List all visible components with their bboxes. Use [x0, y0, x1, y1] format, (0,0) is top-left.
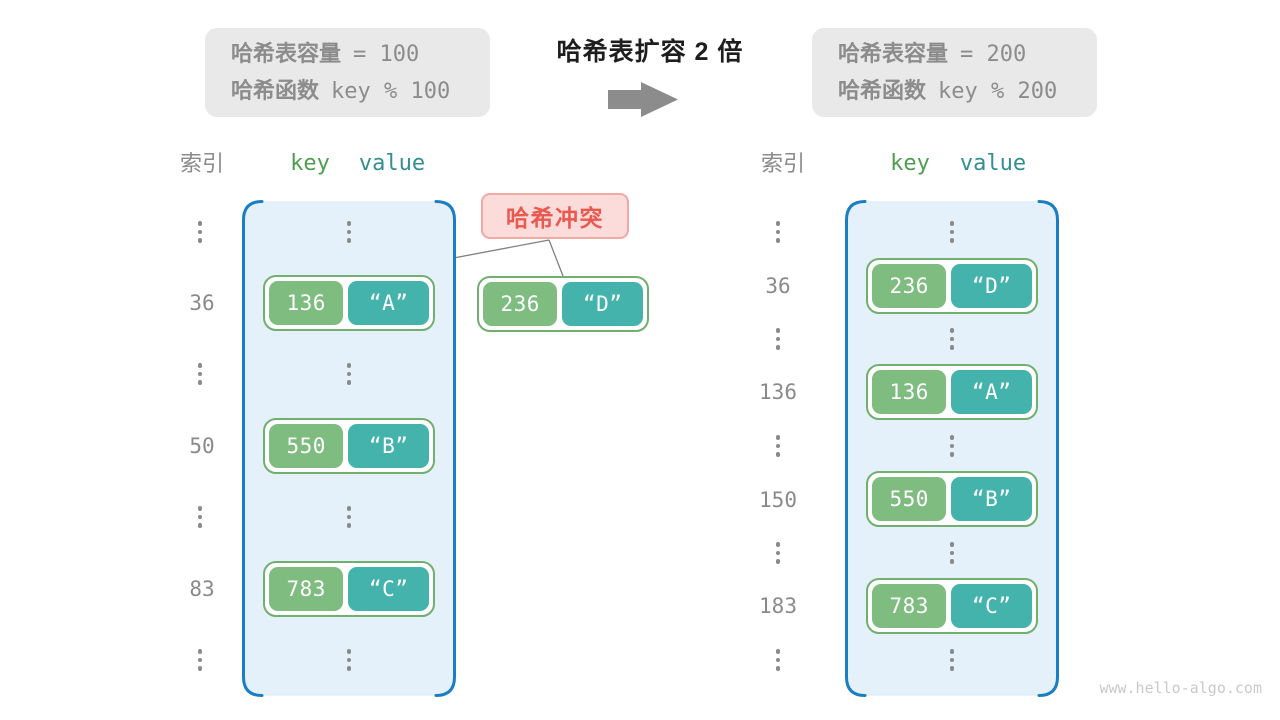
key-cell: 236	[483, 282, 558, 326]
bucket-frame	[845, 200, 1059, 697]
column-header-key: key	[290, 151, 330, 176]
index-label: 183	[759, 594, 797, 618]
value-cell: “A”	[951, 370, 1032, 414]
hash-function-label: 哈希函数	[231, 77, 320, 103]
value-cell: “C”	[348, 567, 429, 611]
table-row-entry: 783 “C”	[866, 578, 1038, 634]
ellipsis-dots	[775, 649, 781, 671]
ellipsis-dots	[775, 435, 781, 457]
ellipsis-dots	[197, 649, 203, 671]
ellipsis-dots	[949, 649, 955, 671]
ellipsis-dots	[197, 363, 203, 385]
column-header-index: 索引	[760, 151, 805, 176]
value-cell: “A”	[348, 281, 429, 325]
value-cell: “C”	[951, 584, 1032, 628]
table-row-entry: 550 “B”	[866, 471, 1038, 527]
ellipsis-dots	[346, 506, 352, 528]
collision-badge: 哈希冲突	[481, 193, 629, 239]
ellipsis-dots	[197, 506, 203, 528]
key-cell: 550	[872, 477, 947, 521]
site-watermark: www.hello-algo.com	[1099, 679, 1262, 697]
ellipsis-dots	[775, 542, 781, 564]
key-cell: 783	[872, 584, 947, 628]
ellipsis-dots	[197, 221, 203, 243]
table-row-entry: 783 “C”	[263, 561, 435, 617]
capacity-value: = 200	[960, 41, 1027, 67]
column-header-key: key	[890, 151, 930, 176]
ellipsis-dots	[346, 363, 352, 385]
ellipsis-dots	[346, 649, 352, 671]
index-label: 150	[759, 488, 797, 512]
capacity-line: 哈希表容量 = 200	[838, 38, 1097, 71]
ellipsis-dots	[949, 542, 955, 564]
value-cell: “D”	[951, 264, 1032, 308]
ellipsis-dots	[949, 328, 955, 350]
index-label: 50	[189, 434, 215, 458]
capacity-info-new: 哈希表容量 = 200 哈希函数 key % 200	[812, 28, 1097, 117]
index-label: 36	[189, 291, 215, 315]
ellipsis-dots	[346, 221, 352, 243]
hash-function-label: 哈希函数	[838, 77, 927, 103]
table-row-entry: 136 “A”	[263, 275, 435, 331]
hash-function-line: 哈希函数 key % 100	[231, 75, 490, 108]
key-cell: 136	[269, 281, 344, 325]
ellipsis-dots	[949, 221, 955, 243]
hash-function-line: 哈希函数 key % 200	[838, 75, 1097, 108]
key-cell: 136	[872, 370, 947, 414]
key-cell: 783	[269, 567, 344, 611]
capacity-label: 哈希表容量	[231, 40, 342, 66]
diagram-title: 哈希表扩容 2 倍	[556, 38, 744, 66]
value-cell: “D”	[562, 282, 643, 326]
key-cell: 236	[872, 264, 947, 308]
ellipsis-dots	[949, 435, 955, 457]
hash-function-value: key % 200	[938, 78, 1058, 104]
ellipsis-dots	[775, 221, 781, 243]
column-header-value: value	[358, 151, 426, 176]
ellipsis-dots	[775, 328, 781, 350]
table-row-entry: 136 “A”	[866, 364, 1038, 420]
capacity-value: = 100	[353, 41, 420, 67]
capacity-label: 哈希表容量	[838, 40, 949, 66]
table-row-entry: 550 “B”	[263, 418, 435, 474]
table-row-entry: 236 “D”	[866, 258, 1038, 314]
index-label: 136	[759, 380, 797, 404]
value-cell: “B”	[348, 424, 429, 468]
column-header-index: 索引	[179, 151, 224, 176]
hash-table-new: 236 “D” 136 “A” 550 “B” 783 “C”	[845, 200, 1059, 697]
colliding-entry: 236 “D”	[477, 276, 649, 332]
key-cell: 550	[269, 424, 344, 468]
hash-table-old: 136 “A” 550 “B” 783 “C”	[242, 200, 456, 697]
column-header-value: value	[959, 151, 1027, 176]
capacity-info-old: 哈希表容量 = 100 哈希函数 key % 100	[205, 28, 490, 117]
right-arrow-icon	[608, 82, 678, 117]
capacity-line: 哈希表容量 = 100	[231, 38, 490, 71]
hash-function-value: key % 100	[331, 78, 451, 104]
value-cell: “B”	[951, 477, 1032, 521]
index-label: 83	[189, 577, 215, 601]
index-label: 36	[765, 274, 791, 298]
